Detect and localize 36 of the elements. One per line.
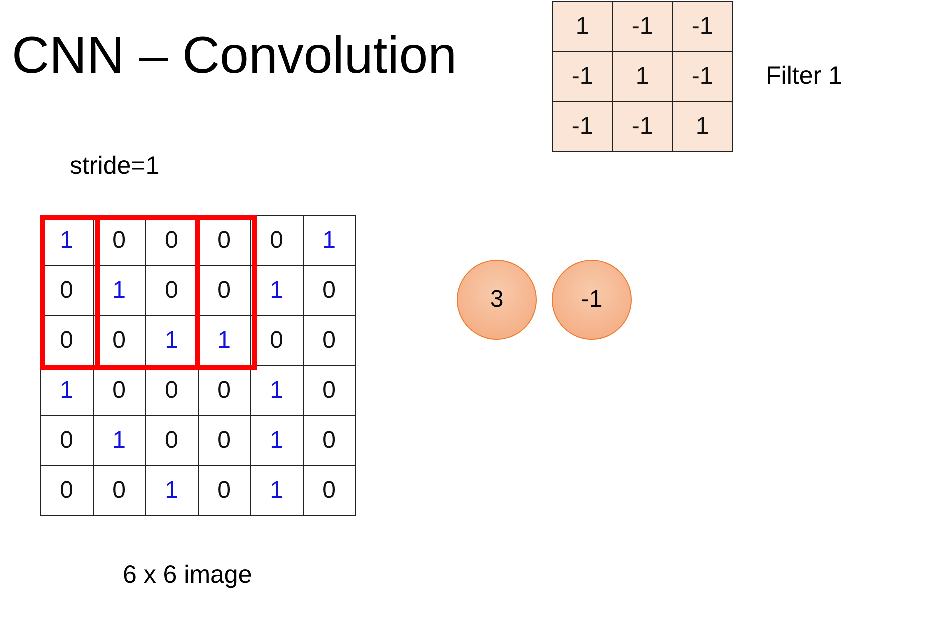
matrix-entry: 1 (672, 102, 732, 152)
matrix-entry: 1 (552, 2, 612, 52)
matrix-entry: 1 (146, 466, 198, 516)
matrix-entry: 1 (250, 366, 303, 416)
matrix-entry: 0 (303, 366, 356, 416)
matrix-entry: -1 (552, 52, 612, 102)
matrix-entry: 0 (303, 466, 356, 516)
matrix-entry: 0 (40, 466, 93, 516)
matrix-entry: 1 (93, 416, 146, 466)
matrix-entry: 0 (303, 266, 356, 316)
matrix-entry: 0 (198, 466, 250, 516)
output-circle: -1 (552, 260, 632, 340)
filter-caption: Filter 1 (766, 62, 842, 91)
matrix-entry: -1 (552, 102, 612, 152)
matrix-entry: 1 (198, 316, 250, 366)
slide-title: CNN – Convolution (12, 26, 458, 86)
matrix-entry: 1 (303, 216, 356, 266)
matrix-entry: 0 (93, 466, 146, 516)
matrix-entry: 1 (612, 52, 672, 102)
matrix-entry: 1 (250, 416, 303, 466)
matrix-entry: -1 (672, 52, 732, 102)
image-caption: 6 x 6 image (123, 561, 252, 590)
output-circle: 3 (457, 260, 537, 340)
matrix-entry: 0 (40, 416, 93, 466)
matrix-entry: 0 (303, 316, 356, 366)
matrix-entry: 0 (146, 266, 198, 316)
matrix-entry: 1 (146, 316, 198, 366)
matrix-entry: 0 (198, 416, 250, 466)
matrix-entry: 0 (146, 416, 198, 466)
stride-label: stride=1 (70, 152, 160, 181)
matrix-entry: 0 (303, 416, 356, 466)
matrix-entry: -1 (612, 102, 672, 152)
matrix-entry: -1 (612, 2, 672, 52)
matrix-entry: -1 (672, 2, 732, 52)
matrix-entry: 0 (198, 266, 250, 316)
matrix-entry: 1 (250, 466, 303, 516)
